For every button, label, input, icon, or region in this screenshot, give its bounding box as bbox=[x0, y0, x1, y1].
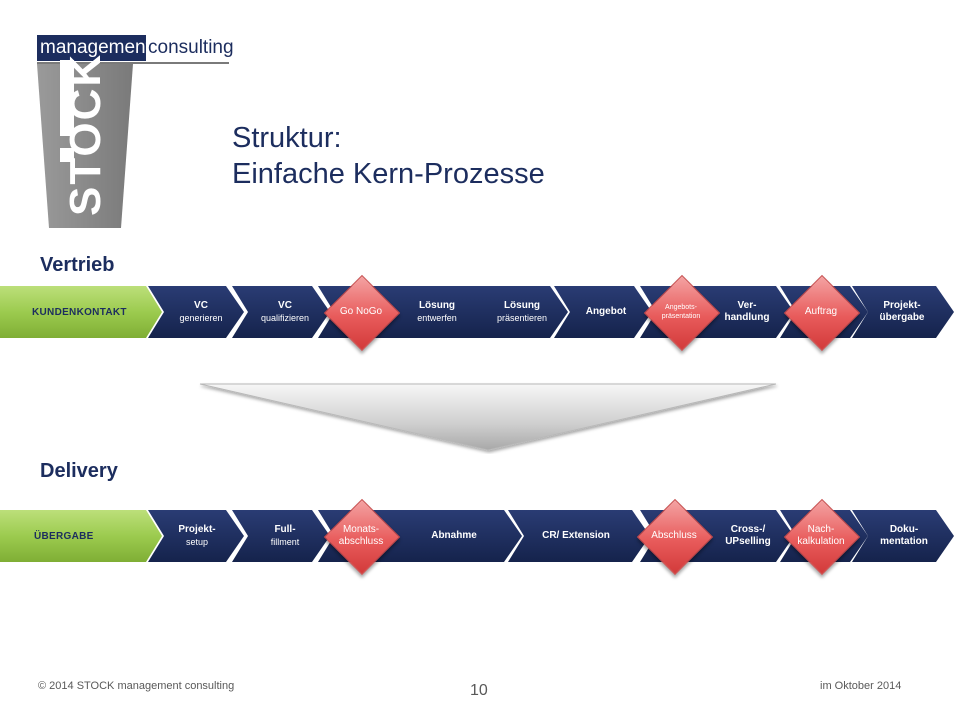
step-label-line1: Lösung bbox=[418, 299, 456, 311]
step-label-line2: setup bbox=[185, 536, 208, 547]
title-line-2: Einfache Kern-Prozesse bbox=[232, 158, 545, 190]
footer-date: im Oktober 2014 bbox=[820, 680, 902, 692]
logo-bar bbox=[37, 35, 146, 61]
step-label-line1: Projekt- bbox=[883, 300, 921, 311]
step-chevron bbox=[386, 510, 522, 562]
step-label-line1: Lösung bbox=[503, 299, 541, 311]
logo-exclamation-mark bbox=[60, 60, 74, 162]
step-label-line2: generieren bbox=[179, 312, 223, 323]
gate-label-auftrag: Auftrag bbox=[804, 306, 838, 317]
start-label-uebergabe: ÜBERGABE bbox=[34, 530, 94, 542]
step-label-line1: Ver- bbox=[737, 300, 757, 311]
step-label-line1: Full- bbox=[274, 523, 296, 535]
step-chevron bbox=[852, 510, 954, 562]
step-label-line1: Projekt- bbox=[178, 523, 216, 535]
step-cross-upselling: Cross-/UPselling bbox=[712, 510, 784, 562]
gate-label-abschluss: Abschluss bbox=[651, 530, 697, 541]
step-chevron bbox=[696, 510, 794, 562]
step-label-line1: Doku- bbox=[889, 524, 919, 535]
gate-label-nachkalkulation: Nach- kalkulation bbox=[797, 524, 845, 547]
logo-text-management: management bbox=[40, 37, 151, 58]
gate-label-monatsabschluss: Monats- abschluss bbox=[338, 524, 384, 547]
step-angebot: Angebot bbox=[572, 286, 640, 338]
step-label-line1: VC bbox=[278, 299, 292, 311]
step-label-line2: übergabe bbox=[879, 312, 925, 323]
logo-underline bbox=[37, 62, 229, 64]
transition-arrow bbox=[199, 383, 777, 451]
slide-title: Struktur: Einfache Kern-Prozesse bbox=[232, 120, 545, 192]
step-label-line2: qualifizieren bbox=[260, 312, 310, 323]
step-label-line2: handlung bbox=[724, 312, 770, 323]
step-chevron bbox=[554, 286, 652, 338]
logo-word-stock: STOCK bbox=[61, 52, 110, 216]
step-label-line1: Abnahme bbox=[431, 530, 477, 541]
step-chevron bbox=[508, 510, 650, 562]
step-chevron bbox=[468, 286, 568, 338]
logo-text-consulting: consulting bbox=[148, 37, 234, 58]
step-verhandlung: Ver-handlung bbox=[712, 286, 782, 338]
step-label-line1: Angebot bbox=[585, 306, 627, 317]
step-fullfillment: Full-fillment bbox=[248, 510, 322, 562]
step-chevron bbox=[232, 286, 330, 338]
step-label-line1: CR/ Extension bbox=[542, 530, 610, 541]
page-number: 10 bbox=[470, 682, 488, 699]
step-cr-extension: CR/ Extension bbox=[526, 510, 626, 562]
gate-label-go-nogo: Go NoGo bbox=[339, 306, 383, 317]
company-logo: management consulting STOCK bbox=[0, 0, 240, 240]
start-chevron-kundenkontakt bbox=[0, 286, 162, 338]
start-label-kundenkontakt: KUNDENKONTAKT bbox=[32, 306, 127, 318]
footer-copyright: © 2014 STOCK management consulting bbox=[38, 680, 235, 692]
step-chevron bbox=[232, 510, 330, 562]
step-abnahme: Abnahme bbox=[404, 510, 504, 562]
step-label-line2: mentation bbox=[880, 536, 928, 547]
step-dokumentation: Doku-mentation bbox=[864, 510, 944, 562]
step-projektsetup: Projekt-setup bbox=[160, 510, 234, 562]
gate-label-angebotspraesentation: Angebots- präsentation bbox=[661, 304, 701, 320]
start-chevron-uebergabe bbox=[0, 510, 162, 562]
step-chevron bbox=[386, 286, 488, 338]
title-line-1: Struktur: bbox=[232, 122, 342, 154]
step-label-line1: Cross-/ bbox=[730, 524, 766, 535]
step-label-line2: entwerfen bbox=[417, 312, 457, 323]
step-label-line2: fillment bbox=[270, 536, 300, 547]
step-chevron bbox=[148, 286, 244, 338]
section-label-vertrieb: Vertrieb bbox=[40, 254, 115, 276]
step-projektuebergabe: Projekt-übergabe bbox=[864, 286, 940, 338]
step-chevron bbox=[148, 510, 244, 562]
step-chevron bbox=[852, 286, 954, 338]
step-label-line2: UPselling bbox=[725, 536, 771, 547]
step-label-line2: präsentieren bbox=[496, 312, 548, 323]
step-chevron bbox=[696, 286, 794, 338]
process-row-delivery: ÜBERGABE Projekt-setup Full-fillment Abn… bbox=[0, 498, 960, 576]
step-label-line1: VC bbox=[194, 299, 208, 311]
section-label-delivery: Delivery bbox=[40, 460, 118, 482]
